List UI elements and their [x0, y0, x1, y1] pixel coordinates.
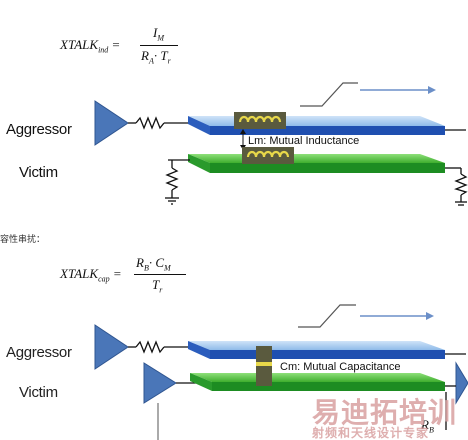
- victim-trace-2: [190, 373, 445, 391]
- aggressor-driver-icon: [94, 100, 129, 146]
- aggressor-label-2: Aggressor: [6, 344, 72, 361]
- inductive-equation-lhs: XTALKind =: [60, 37, 121, 55]
- capacitive-equation-lhs: XTALKcap =: [60, 266, 122, 284]
- inductive-fraction-bar: [140, 45, 178, 46]
- aggressor-resistor-icon-2: [135, 340, 165, 354]
- watermark-tagline: 射频和天线设计专家: [312, 426, 430, 440]
- mutual-capacitor-icon: [256, 346, 272, 386]
- capacitive-fraction-bar: [134, 274, 186, 275]
- aggressor-label: Aggressor: [6, 121, 72, 138]
- capacitive-equation-numerator: RB· CM: [136, 255, 171, 273]
- step-waveform-bottom: [298, 304, 356, 328]
- capacitive-equation-denominator: Tr: [152, 277, 163, 295]
- inductive-equation-numerator: IM: [153, 25, 165, 43]
- bottom-section: [94, 304, 468, 440]
- step-waveform-top: [300, 82, 358, 107]
- upper-inductor-icon: [234, 112, 286, 129]
- victim-driver-icon: [143, 362, 177, 404]
- section-heading: 容性串扰：: [0, 234, 46, 244]
- inductive-equation-denominator: RA· Tr: [141, 48, 171, 66]
- lower-inductor-icon: [242, 147, 294, 164]
- mutual-capacitance-label: Cm: Mutual Capacitance: [278, 361, 403, 373]
- victim-receiver-icon: [455, 361, 468, 405]
- victim-label-2: Victim: [19, 384, 58, 401]
- watermark-brand: 易迪拓培训: [312, 397, 458, 428]
- aggressor-trace: [188, 116, 445, 135]
- waveform-arrowhead-bottom: [426, 312, 434, 320]
- aggressor-trace-2: [188, 341, 445, 359]
- victim-label: Victim: [19, 164, 58, 181]
- victim-near-termination-icon: [165, 159, 190, 205]
- victim-far-termination-icon: [445, 167, 468, 206]
- termination-resistor-label: RB: [421, 417, 434, 435]
- aggressor-driver-icon-2: [94, 324, 129, 370]
- top-section: [94, 82, 468, 206]
- victim-trace: [188, 154, 445, 173]
- mutual-inductance-label: Lm: Mutual Inductance: [246, 135, 362, 147]
- aggressor-resistor-icon: [135, 116, 165, 130]
- waveform-arrowhead-top: [428, 86, 436, 94]
